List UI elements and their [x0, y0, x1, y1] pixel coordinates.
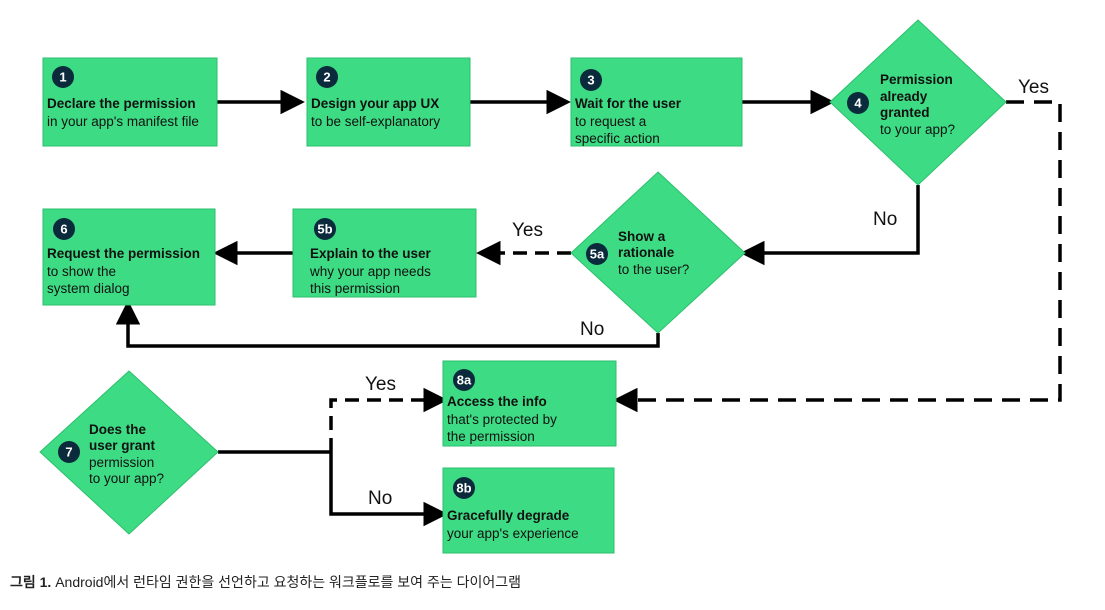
- node-3-wait-for-user: 3 Wait for the user to request a specifi…: [570, 57, 743, 147]
- node-body-line-1: why your app needs: [309, 264, 431, 279]
- step-number: 8b: [456, 481, 471, 496]
- node-title-line-1: Show a: [618, 229, 666, 244]
- step-badge: [453, 369, 475, 391]
- label-5a-no: No: [580, 319, 604, 340]
- node-title: Gracefully degrade: [447, 508, 570, 523]
- node-body: to your app?: [880, 122, 955, 137]
- node-6-request-permission: 6 Request the permission to show the sys…: [42, 208, 216, 306]
- node-4-permission-granted-decision: 4 Permission already granted to your app…: [829, 19, 1007, 186]
- edge-5a-no-to-6: [115, 300, 660, 348]
- edge-7-yes-to-8a: [329, 387, 448, 452]
- step-number: 8a: [457, 373, 472, 388]
- permission-flow-diagram: Yes No Yes No Yes No 1 Declare the permi…: [39, 19, 1062, 554]
- step-number: 5b: [317, 222, 332, 237]
- node-title-line-2: rationale: [618, 245, 675, 260]
- node-body: to be self-explanatory: [311, 114, 440, 129]
- label-7-no: No: [368, 488, 392, 509]
- step-badge: [453, 477, 475, 499]
- node-title-line-1: Permission: [880, 72, 953, 87]
- node-body-line-2: this permission: [310, 281, 400, 296]
- step-number: 3: [587, 73, 594, 88]
- node-title: Design your app UX: [311, 96, 439, 111]
- node-body: in your app's manifest file: [47, 114, 199, 129]
- caption-label: 그림 1.: [10, 574, 52, 590]
- edge-4-yes-to-8a: [613, 100, 1062, 413]
- label-5a-yes: Yes: [512, 220, 543, 241]
- node-7-user-grant-decision: 7 Does the user grant permission to your…: [39, 370, 219, 535]
- step-badge: [58, 441, 80, 463]
- edge-7-no-to-8b: [329, 452, 448, 527]
- node-title: Wait for the user: [575, 96, 682, 111]
- step-badge: [316, 66, 338, 88]
- node-title-line-3: granted: [880, 105, 930, 120]
- node-title: Access the info: [447, 394, 547, 409]
- node-body-line-1: that's protected by: [447, 412, 557, 427]
- node-title-line-2: already: [880, 89, 928, 104]
- node-body-line-2: to your app?: [89, 471, 164, 486]
- node-body: to the user?: [618, 262, 689, 277]
- edge-labels: Yes No Yes No Yes No: [365, 77, 1049, 509]
- step-number: 2: [323, 70, 330, 85]
- node-title: Request the permission: [47, 246, 200, 261]
- node-body-line-2: the permission: [447, 429, 535, 444]
- step-badge: [53, 218, 75, 240]
- label-4-no: No: [873, 209, 897, 230]
- node-title: Declare the permission: [47, 96, 196, 111]
- node-5a-show-rationale-decision: 5a Show a rationale to the user?: [570, 171, 746, 334]
- node-8a-access-info: 8a Access the info that's protected by t…: [442, 360, 617, 447]
- node-title-line-1: Does the: [89, 422, 147, 437]
- node-5b-explain-to-user: 5b Explain to the user why your app need…: [292, 208, 477, 298]
- node-body-line-1: permission: [89, 455, 154, 470]
- step-badge: [586, 243, 608, 265]
- step-number: 1: [59, 70, 66, 85]
- node-body-line-1: to request a: [575, 114, 647, 129]
- step-number: 4: [854, 96, 862, 111]
- node-title: Explain to the user: [310, 246, 432, 261]
- figure-caption: 그림 1. Android에서 런타임 권한을 선언하고 요청하는 워크플로를 …: [10, 572, 521, 592]
- step-badge: [580, 69, 602, 91]
- node-body-line-1: to show the: [47, 264, 116, 279]
- step-badge: [52, 66, 74, 88]
- node-body-line-2: specific action: [575, 131, 660, 146]
- step-badge: [847, 92, 869, 114]
- label-4-yes: Yes: [1018, 77, 1049, 98]
- node-title-line-2: user grant: [89, 438, 156, 453]
- node-8b-gracefully-degrade: 8b Gracefully degrade your app's experie…: [442, 467, 615, 554]
- edges: [115, 89, 1062, 527]
- label-7-yes: Yes: [365, 374, 396, 395]
- step-number: 6: [60, 222, 67, 237]
- node-1-declare-permission: 1 Declare the permission in your app's m…: [42, 57, 218, 147]
- caption-text: Android에서 런타임 권한을 선언하고 요청하는 워크플로를 보여 주는 …: [51, 574, 521, 590]
- node-body: your app's experience: [447, 526, 579, 541]
- step-badge: [314, 218, 336, 240]
- node-body-line-2: system dialog: [47, 281, 130, 296]
- step-number: 7: [65, 445, 72, 460]
- node-2-design-ux: 2 Design your app UX to be self-explanat…: [306, 57, 471, 147]
- edge-4-no-to-5a: [740, 185, 920, 266]
- step-number: 5a: [590, 247, 605, 262]
